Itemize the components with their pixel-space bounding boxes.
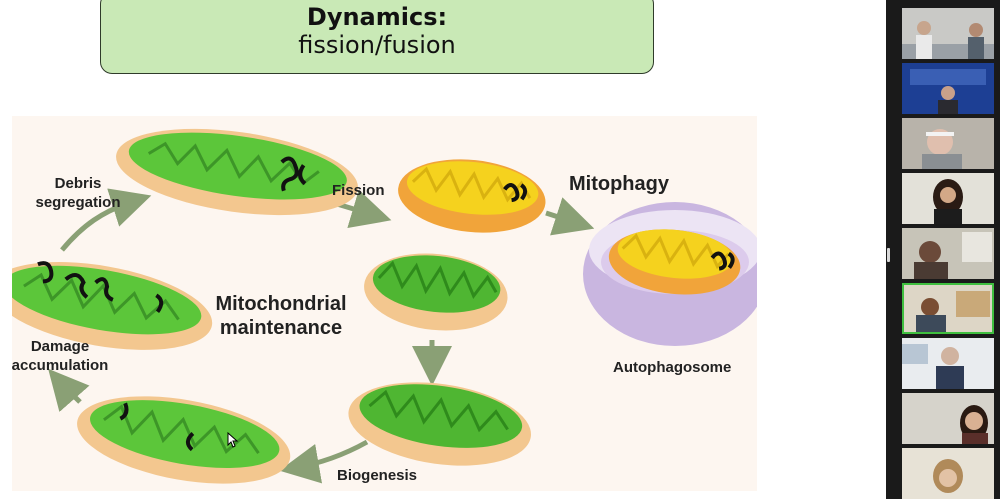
arrow-to-damage <box>48 368 90 412</box>
participant-video-tile[interactable] <box>902 63 994 114</box>
autophagosome <box>583 202 757 346</box>
participant-video-tile[interactable] <box>902 448 994 499</box>
participant-video-tile-active-speaker[interactable] <box>902 283 994 334</box>
title-box: Dynamics: fission/fusion <box>100 0 654 74</box>
sidebar-resize-handle[interactable] <box>887 248 890 262</box>
mouse-cursor-icon <box>227 431 239 453</box>
mitochondrion-bottom-left <box>77 396 291 484</box>
participant-video-tile[interactable] <box>902 118 994 169</box>
slide-title: Dynamics: <box>306 3 448 31</box>
mitochondrion-engulfed <box>608 229 741 295</box>
label-fission: Fission <box>332 182 385 199</box>
presentation-slide: Dynamics: fission/fusion <box>11 0 757 491</box>
participant-video-tile[interactable] <box>902 393 994 444</box>
mitochondrion-left <box>12 261 213 350</box>
label-biogenesis: Biogenesis <box>337 467 418 484</box>
slide-subtitle: fission/fusion <box>298 31 456 59</box>
mitochondrion-fission-yellow <box>398 159 546 233</box>
participant-video-tile[interactable] <box>902 228 994 279</box>
arrow-biogenesis <box>279 439 369 484</box>
participant-video-tile[interactable] <box>902 173 994 224</box>
arrow-to-mitophagy <box>545 197 595 236</box>
label-autophagosome: Autophagosome <box>613 359 732 376</box>
label-mitophagy: Mitophagy <box>569 173 669 195</box>
participant-video-tile[interactable] <box>902 338 994 389</box>
figure-illustration <box>12 128 757 484</box>
arrow-damage-to-debris <box>60 188 152 252</box>
participant-video-tile[interactable] <box>902 8 994 59</box>
mitochondrion-top <box>116 128 358 216</box>
arrow-to-fission <box>336 189 392 228</box>
mitochondrion-fresh <box>364 253 508 331</box>
mitochondrion-lower-middle <box>348 382 531 466</box>
